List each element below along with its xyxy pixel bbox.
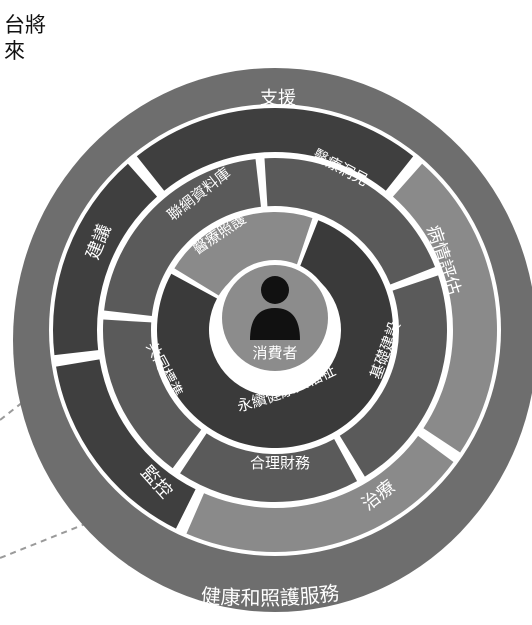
third-seg-support — [136, 108, 414, 191]
third-seg-monitoring — [56, 359, 196, 529]
third-seg-advice — [53, 163, 158, 356]
second-seg-insights — [264, 158, 436, 285]
second-label-finance: 合理財務 — [250, 454, 310, 472]
header-fragment: 台將 來 — [0, 12, 46, 64]
inner-seg-wellbeing — [156, 220, 393, 449]
person-icon — [250, 276, 300, 340]
second-seg-standards — [103, 319, 202, 469]
second-seg-infrastructure — [339, 275, 447, 477]
inner-seg-medical-care — [174, 212, 313, 296]
third-seg-treatment — [186, 435, 454, 552]
second-seg-network-db — [104, 159, 261, 316]
third-seg-assessment — [392, 163, 497, 453]
second-seg-finance — [180, 433, 358, 503]
third-label-support: 支援 — [260, 88, 296, 109]
header-line-2: 來 — [4, 39, 25, 63]
core-label: 消費者 — [252, 344, 297, 362]
header-line-1: 台將 — [4, 13, 46, 37]
